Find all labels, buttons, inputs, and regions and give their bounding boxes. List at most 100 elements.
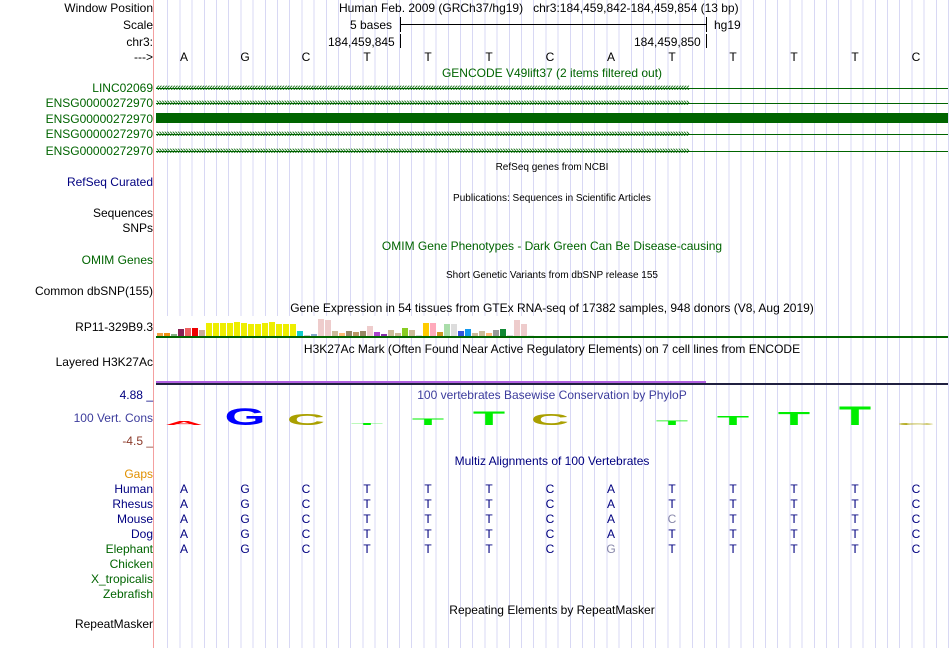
species-label[interactable]: Human bbox=[114, 482, 153, 496]
gene-label[interactable]: ENSG00000272970 bbox=[45, 144, 153, 158]
gtex-bar[interactable] bbox=[353, 332, 359, 336]
gene-label[interactable]: ENSG00000272970 bbox=[45, 112, 153, 126]
pubs-title: Publications: Sequences in Scientific Ar… bbox=[453, 193, 651, 204]
gtex-bar[interactable] bbox=[346, 331, 352, 336]
gtex-bar[interactable] bbox=[388, 330, 394, 336]
multiz-title: Multiz Alignments of 100 Vertebrates bbox=[454, 454, 650, 468]
gtex-bar[interactable] bbox=[486, 333, 492, 336]
gtex-bar[interactable] bbox=[206, 323, 212, 336]
snps-label[interactable]: SNPs bbox=[122, 221, 153, 235]
gtex-bar[interactable] bbox=[178, 329, 184, 336]
gtex-bar[interactable] bbox=[199, 330, 205, 336]
gtex-bar[interactable] bbox=[304, 335, 310, 336]
gtex-bar[interactable] bbox=[493, 330, 499, 336]
gtex-bar[interactable] bbox=[297, 331, 303, 336]
gtex-bar[interactable] bbox=[507, 335, 513, 336]
gtex-bar[interactable] bbox=[171, 334, 177, 336]
gtex-bar[interactable] bbox=[430, 323, 436, 336]
gtex-bar[interactable] bbox=[360, 331, 366, 336]
gtex-bar[interactable] bbox=[451, 324, 457, 336]
gene-label[interactable]: ENSG00000272970 bbox=[45, 127, 153, 141]
gtex-bar[interactable] bbox=[521, 324, 527, 336]
gtex-bar[interactable] bbox=[283, 324, 289, 336]
refseq-title: RefSeq genes from NCBI bbox=[495, 162, 609, 173]
gene-feature[interactable]: ››››››››››››››››››››››››››››››››››››››››… bbox=[156, 97, 948, 109]
species-label[interactable]: X_tropicalis bbox=[90, 572, 153, 586]
aligned-base: A bbox=[606, 497, 616, 511]
gaps-label[interactable]: Gaps bbox=[124, 467, 153, 481]
gtex-bar[interactable] bbox=[402, 328, 408, 336]
aligned-base: T bbox=[729, 482, 737, 496]
gtex-bar[interactable] bbox=[381, 334, 387, 336]
phylop-letter: A bbox=[165, 420, 203, 426]
gtex-bar[interactable] bbox=[276, 324, 282, 336]
gene-feature[interactable]: ››››››››››››››››››››››››››››››››››››››››… bbox=[156, 128, 948, 140]
gtex-bar[interactable] bbox=[311, 334, 317, 336]
species-label[interactable]: Dog bbox=[130, 527, 153, 541]
gtex-bar[interactable] bbox=[234, 322, 240, 336]
gtex-bar[interactable] bbox=[332, 331, 338, 336]
phylop-title: 100 vertebrates Basewise Conservation by… bbox=[417, 388, 687, 402]
gtex-bar[interactable] bbox=[374, 332, 380, 336]
gtex-bar[interactable] bbox=[262, 323, 268, 336]
gtex-bar[interactable] bbox=[367, 326, 373, 336]
phylop-letter: C bbox=[531, 411, 569, 428]
gene-feature[interactable]: ‹‹‹‹‹‹‹‹‹‹‹‹‹‹‹‹‹‹‹‹‹‹‹‹‹‹‹‹‹‹‹‹‹‹‹‹‹‹‹‹… bbox=[156, 82, 948, 94]
gtex-bar[interactable] bbox=[444, 324, 450, 336]
aligned-base: T bbox=[363, 542, 371, 556]
gtex-bar[interactable] bbox=[423, 323, 429, 336]
phylop-label[interactable]: 100 Vert. Cons bbox=[73, 411, 153, 425]
gtex-bar[interactable] bbox=[213, 323, 219, 336]
gtex-bar[interactable] bbox=[437, 332, 443, 336]
gtex-bar[interactable] bbox=[514, 320, 520, 336]
gtex-bar[interactable] bbox=[479, 331, 485, 336]
species-label[interactable]: Rhesus bbox=[112, 497, 153, 511]
refseq-label[interactable]: RefSeq Curated bbox=[66, 175, 153, 189]
gtex-bar[interactable] bbox=[458, 331, 464, 336]
gtex-bar[interactable] bbox=[318, 319, 324, 336]
gene-label[interactable]: LINC02069 bbox=[92, 81, 153, 95]
gtex-bar[interactable] bbox=[472, 333, 478, 336]
gtex-bar[interactable] bbox=[157, 333, 163, 336]
gtex-bar[interactable] bbox=[395, 333, 401, 336]
gtex-bar[interactable] bbox=[325, 320, 331, 336]
gtex-bar[interactable] bbox=[220, 323, 226, 336]
aligned-base: A bbox=[606, 527, 616, 541]
dbsnp-label[interactable]: Common dbSNP(155) bbox=[34, 284, 153, 298]
sequences-label[interactable]: Sequences bbox=[92, 206, 153, 220]
repeatmasker-label[interactable]: RepeatMasker bbox=[74, 617, 153, 631]
gtex-bar[interactable] bbox=[269, 322, 275, 336]
gtex-bar[interactable] bbox=[192, 328, 198, 336]
gtex-label[interactable]: RP11-329B9.3 bbox=[75, 320, 153, 334]
species-label[interactable]: Elephant bbox=[105, 542, 153, 556]
gencode-title[interactable]: GENCODE V49lift37 (2 items filtered out) bbox=[441, 66, 663, 80]
gtex-bar[interactable] bbox=[416, 335, 422, 336]
aligned-base: T bbox=[485, 482, 493, 496]
gtex-bar[interactable] bbox=[339, 333, 345, 336]
aligned-base: C bbox=[911, 542, 921, 556]
gtex-bar[interactable] bbox=[500, 329, 506, 336]
gtex-bar[interactable] bbox=[164, 333, 170, 336]
aligned-base: T bbox=[485, 497, 493, 511]
gtex-bar[interactable] bbox=[528, 335, 534, 336]
species-label[interactable]: Mouse bbox=[116, 512, 153, 526]
gtex-bar[interactable] bbox=[465, 329, 471, 336]
gtex-bar[interactable] bbox=[290, 324, 296, 336]
omim-label[interactable]: OMIM Genes bbox=[81, 253, 153, 267]
gtex-bar[interactable] bbox=[227, 323, 233, 336]
gene-feature[interactable]: ››››››››››››››››››››››››››››››››››››››››… bbox=[156, 145, 948, 157]
base-letter: T bbox=[424, 50, 432, 64]
gene-label[interactable]: ENSG00000272970 bbox=[45, 96, 153, 110]
h3k27ac-label[interactable]: Layered H3K27Ac bbox=[55, 355, 153, 369]
gtex-bar[interactable] bbox=[248, 324, 254, 336]
gtex-bar[interactable] bbox=[241, 323, 247, 336]
gtex-bar-chart[interactable] bbox=[156, 316, 536, 336]
species-label[interactable]: Zebrafish bbox=[102, 587, 153, 601]
gene-feature[interactable] bbox=[156, 113, 948, 123]
gtex-bar[interactable] bbox=[185, 328, 191, 336]
aligned-base: T bbox=[668, 527, 676, 541]
gtex-bar[interactable] bbox=[409, 330, 415, 336]
gtex-bar[interactable] bbox=[255, 324, 261, 336]
aligned-base: C bbox=[667, 512, 677, 526]
species-label[interactable]: Chicken bbox=[109, 557, 153, 571]
